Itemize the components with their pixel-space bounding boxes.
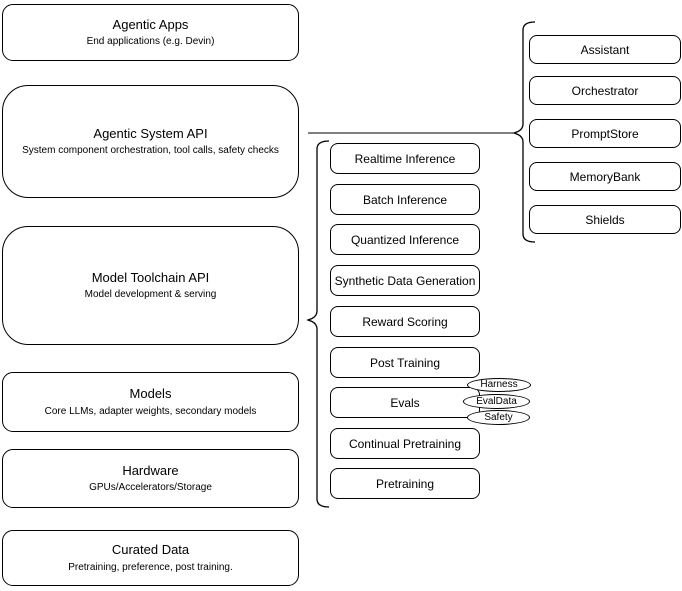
node-model-toolchain-api: Model Toolchain API Model development & … [2, 226, 299, 345]
node-agentic-system-api: Agentic System API System component orch… [2, 85, 299, 198]
node-batch-inference: Batch Inference [330, 184, 480, 215]
toolchain-stack-brace [306, 140, 330, 508]
node-post-training: Post Training [330, 347, 480, 378]
node-title: Model Toolchain API [91, 269, 210, 285]
node-models: Models Core LLMs, adapter weights, secon… [2, 372, 299, 432]
node-realtime-inference: Realtime Inference [330, 143, 480, 174]
tag-safety: Safety [467, 410, 530, 425]
node-subtitle: GPUs/Accelerators/Storage [89, 482, 212, 494]
node-agentic-apps: Agentic Apps End applications (e.g. Devi… [2, 4, 299, 61]
node-title: Models [129, 386, 172, 402]
node-synthetic-data-generation: Synthetic Data Generation [330, 265, 480, 296]
node-subtitle: Core LLMs, adapter weights, secondary mo… [44, 405, 257, 417]
node-subtitle: Pretraining, preference, post training. [68, 561, 233, 573]
node-title: Curated Data [111, 542, 190, 558]
node-continual-pretraining: Continual Pretraining [330, 428, 480, 459]
node-quantized-inference: Quantized Inference [330, 224, 480, 255]
node-title: Hardware [122, 462, 179, 478]
node-title: Agentic Apps [112, 16, 189, 32]
tag-harness: Harness [467, 378, 531, 392]
tag-evaldata: EvalData [463, 394, 530, 409]
node-pretraining: Pretraining [330, 468, 480, 499]
node-subtitle: Model development & serving [84, 289, 217, 301]
node-hardware: Hardware GPUs/Accelerators/Storage [2, 449, 299, 508]
node-subtitle: End applications (e.g. Devin) [86, 36, 215, 48]
node-subtitle: System component orchestration, tool cal… [22, 145, 279, 157]
node-orchestrator: Orchestrator [529, 76, 681, 105]
node-memorybank: MemoryBank [529, 162, 681, 191]
node-curated-data: Curated Data Pretraining, preference, po… [2, 530, 299, 586]
node-title: Agentic System API [93, 125, 208, 141]
node-assistant: Assistant [529, 35, 681, 64]
node-promptstore: PromptStore [529, 119, 681, 148]
node-reward-scoring: Reward Scoring [330, 306, 480, 337]
node-shields: Shields [529, 205, 681, 234]
node-evals: Evals [330, 387, 480, 418]
